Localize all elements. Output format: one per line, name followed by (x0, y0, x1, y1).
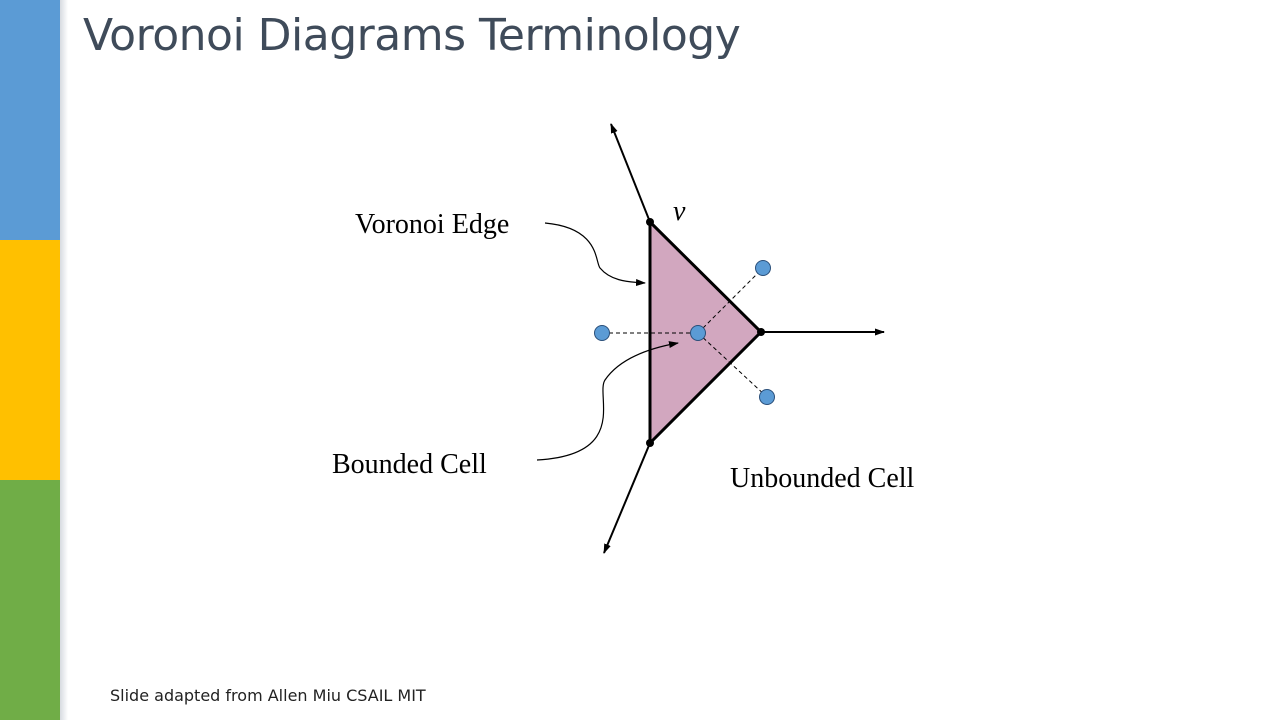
callout-arrow-bounded-cell (536, 341, 679, 461)
voronoi-vertex (757, 328, 765, 336)
label-vertex-v: v (673, 196, 686, 227)
slide-title: Voronoi Diagrams Terminology (83, 10, 741, 61)
sidebar-shadow (60, 0, 68, 720)
site-point (759, 389, 775, 405)
sidebar-color-bands (0, 0, 60, 720)
label-bounded-cell: Bounded Cell (332, 449, 487, 480)
slide-footer-credit: Slide adapted from Allen Miu CSAIL MIT (110, 686, 426, 705)
site-point (755, 260, 771, 276)
voronoi-vertex (646, 439, 654, 447)
sidebar-band-blue (0, 0, 60, 240)
label-voronoi-edge: Voronoi Edge (355, 209, 509, 240)
label-unbounded-cell: Unbounded Cell (730, 463, 915, 494)
site-point (690, 325, 706, 341)
voronoi-edge-down (603, 442, 651, 554)
callout-arrow-edge (544, 222, 646, 287)
site-connector (697, 332, 768, 398)
sidebar-band-yellow (0, 240, 60, 480)
voronoi-edge-up (610, 123, 651, 223)
site-connector (697, 267, 764, 334)
site-point (594, 325, 610, 341)
sidebar-band-green (0, 480, 60, 720)
voronoi-vertex (646, 218, 654, 226)
